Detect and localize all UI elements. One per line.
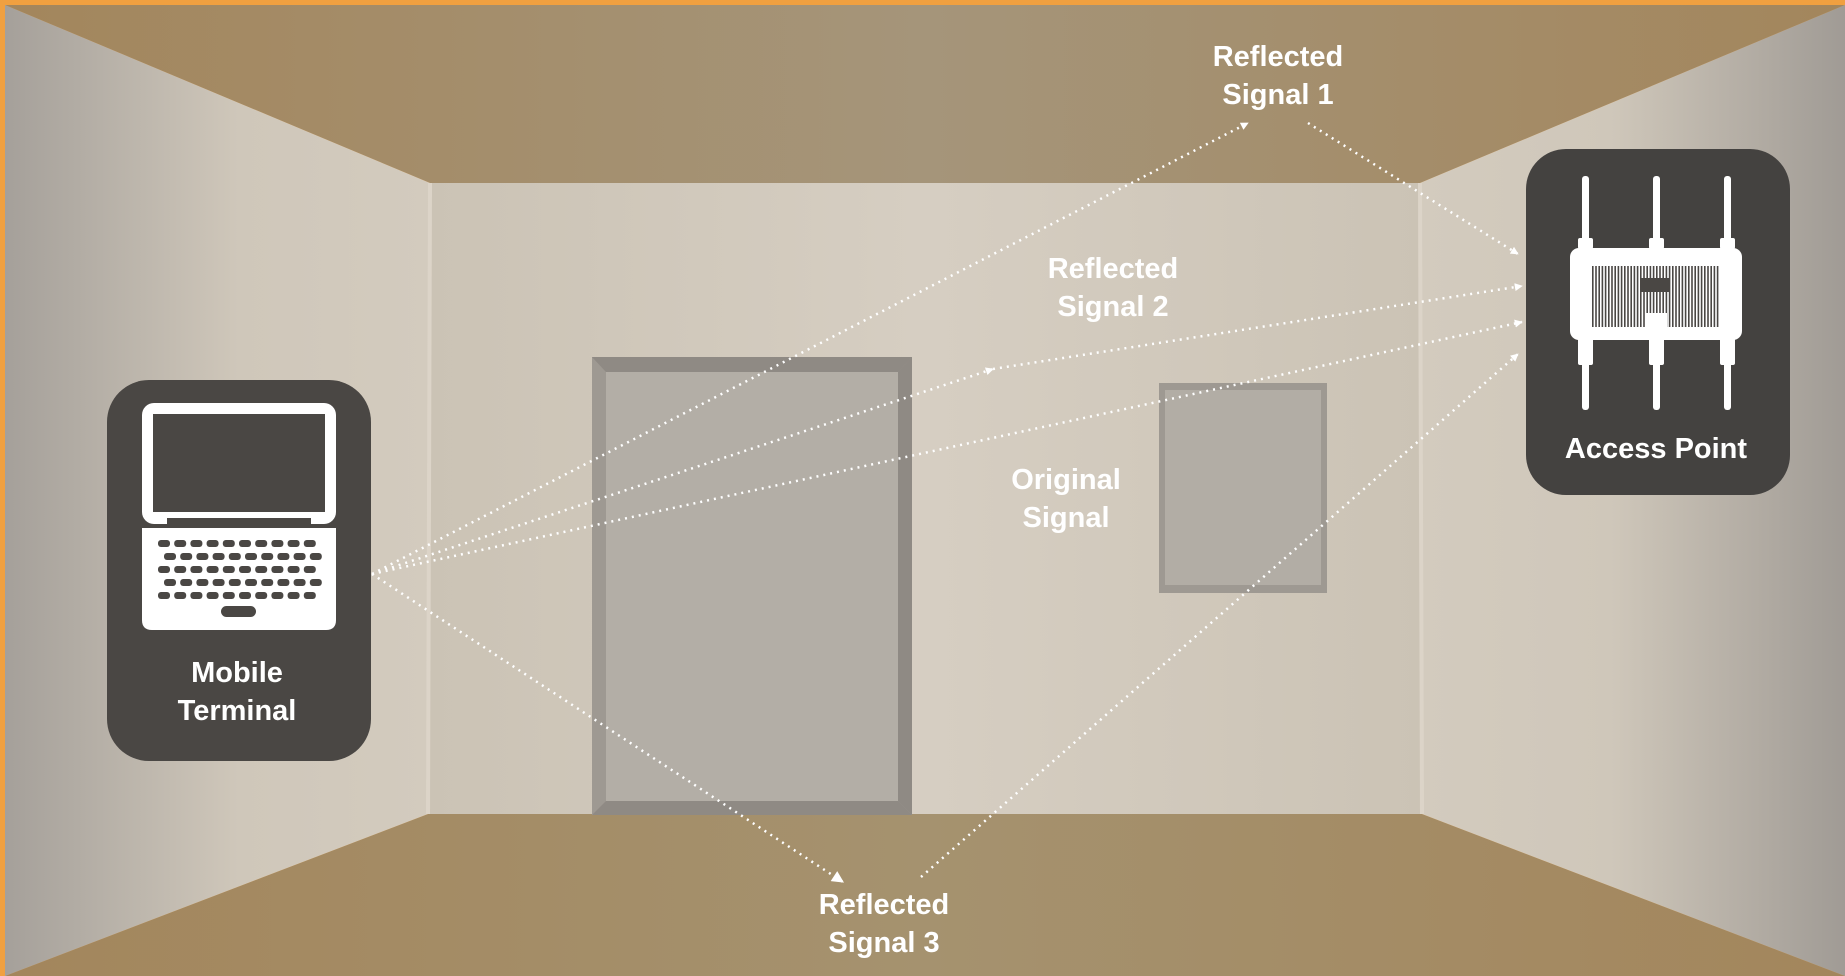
original-signal-path xyxy=(371,319,1523,576)
mobile-terminal: Mobile Terminal xyxy=(107,380,371,761)
window xyxy=(1159,383,1327,593)
door xyxy=(592,357,912,815)
antennas-bottom xyxy=(1578,338,1735,410)
reflected-signal-1-label-line2: Signal 1 xyxy=(1222,79,1333,111)
laptop-icon xyxy=(142,403,336,630)
right-wall-edge xyxy=(1418,182,1424,815)
reflected-signal-2-label-line1: Reflected xyxy=(1048,253,1179,285)
floor xyxy=(5,814,1845,976)
reflected-signal-3-path-to-floor xyxy=(371,572,845,884)
original-signal-label-line2: Signal xyxy=(1022,502,1109,534)
antennas-top xyxy=(1578,176,1735,249)
access-point-icon xyxy=(1570,176,1742,410)
mobile-terminal-label-line2: Terminal xyxy=(178,695,297,727)
reflected-signal-3-label-line1: Reflected xyxy=(819,889,950,921)
signal-labels: Reflected Signal 1 Reflected Signal 2 Or… xyxy=(819,41,1344,959)
mobile-terminal-label-line1: Mobile xyxy=(191,657,283,689)
ceiling xyxy=(5,5,1845,183)
left-wall-edge xyxy=(426,182,432,815)
reflected-signal-1-label-line1: Reflected xyxy=(1213,41,1344,73)
reflected-signal-3-label-line2: Signal 3 xyxy=(828,927,939,959)
original-signal-label-line1: Original xyxy=(1011,464,1121,496)
access-point-label: Access Point xyxy=(1565,433,1747,465)
access-point: Access Point xyxy=(1526,149,1790,495)
reflected-signal-2-label-line2: Signal 2 xyxy=(1057,291,1168,323)
signal-paths xyxy=(371,121,1523,884)
reflected-signal-2-path-to-ap xyxy=(992,283,1523,371)
